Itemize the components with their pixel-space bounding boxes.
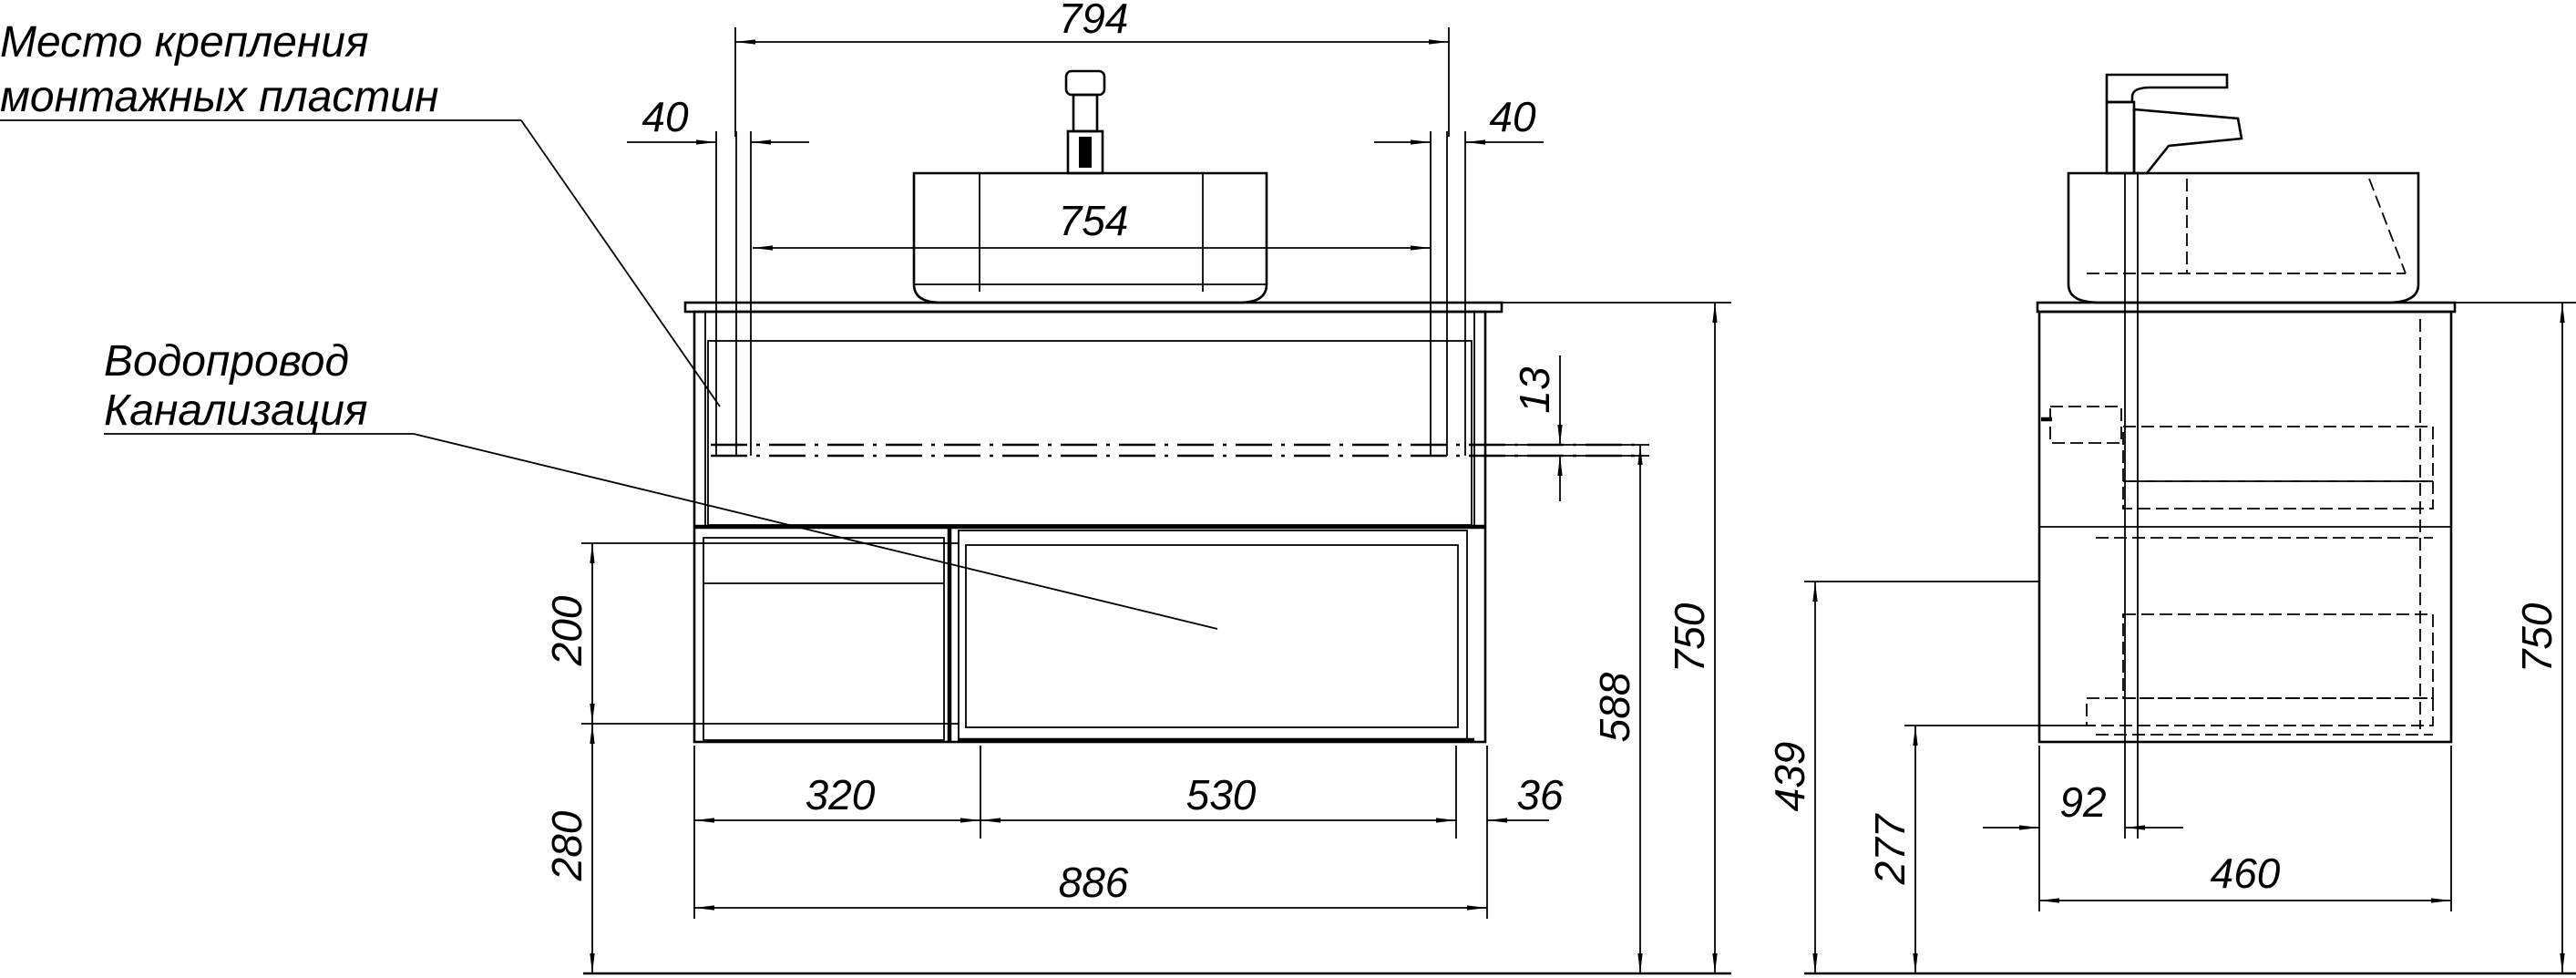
dim-754: 754 — [1059, 197, 1129, 244]
dim-886: 886 — [1059, 859, 1129, 906]
dim-530: 530 — [1186, 771, 1257, 818]
basin-side — [2067, 171, 2420, 304]
dim-439: 439 — [1766, 742, 1813, 812]
dim-320: 320 — [806, 771, 876, 818]
dim-750-front: 750 — [1666, 602, 1713, 673]
note-mounting-2: монтажных пластин — [0, 73, 439, 121]
countertop — [683, 301, 1504, 314]
faucet-front — [1064, 69, 1106, 175]
note-pipes-1: Водопровод — [104, 337, 349, 386]
dim-277: 277 — [1866, 813, 1914, 885]
basin-front — [912, 171, 1268, 304]
side-countertop — [2036, 301, 2457, 314]
dim-588: 588 — [1591, 672, 1638, 742]
side-view: 439 277 92 460 750 — [1766, 73, 2576, 975]
mesh-basket — [965, 544, 1459, 728]
dim-13: 13 — [1511, 366, 1558, 414]
dim-200: 200 — [543, 595, 590, 666]
front-view: 794 40 40 754 13 200 280 320 — [543, 0, 1731, 975]
dim-40-right: 40 — [1489, 93, 1536, 140]
dim-280: 280 — [543, 810, 590, 881]
dim-36: 36 — [1516, 771, 1564, 818]
annotations: Место крепления монтажных пластин Водопр… — [0, 18, 1218, 630]
dim-40-left: 40 — [641, 93, 689, 140]
faucet-side — [2105, 73, 2243, 175]
note-pipes-2: Канализация — [104, 386, 368, 435]
note-mounting-1: Место крепления — [0, 18, 369, 67]
dim-794: 794 — [1059, 0, 1129, 42]
dim-750-side: 750 — [2513, 602, 2561, 673]
dim-460: 460 — [2211, 849, 2281, 897]
dim-92: 92 — [2059, 778, 2106, 826]
left-drawer — [703, 537, 945, 741]
